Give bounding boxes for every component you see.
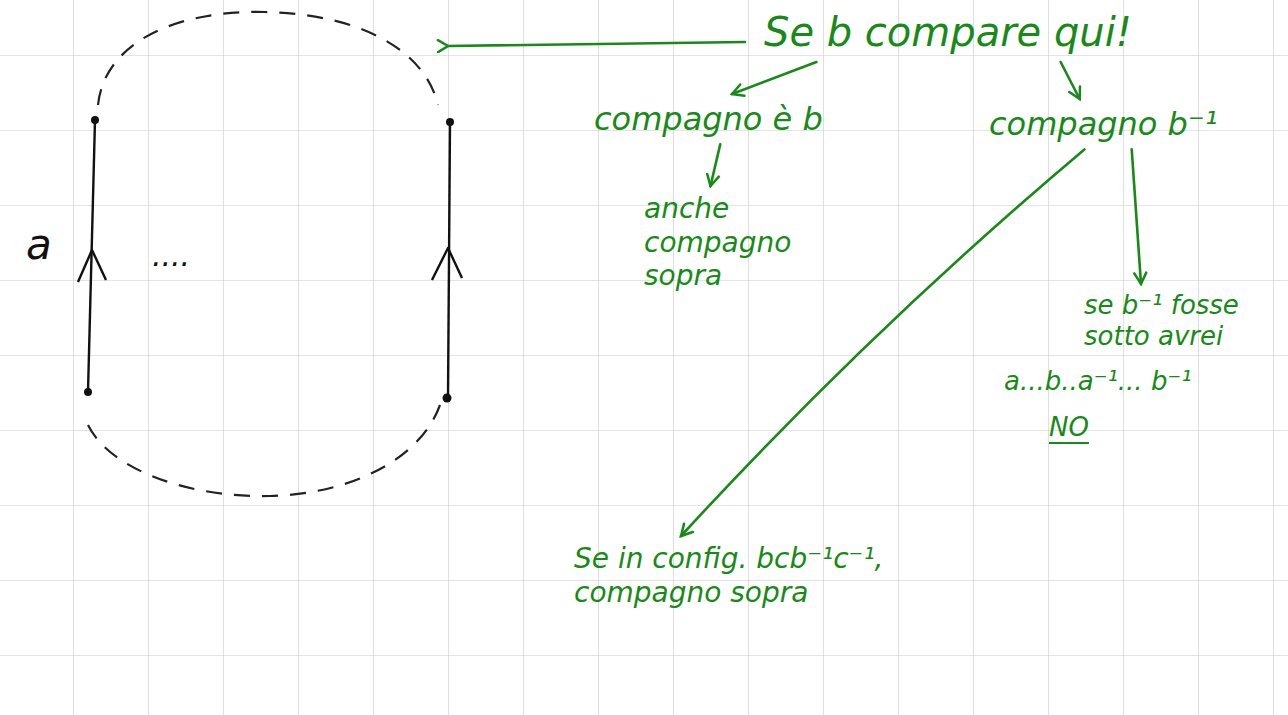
edge-label: a [26,220,52,269]
note-line: compagno è b [594,100,823,138]
note-text: Se in config. bcb⁻¹c⁻¹, compagno sopra [570,540,940,611]
note-line: NO [1049,412,1089,443]
ellipsis-dots: .... [152,238,190,273]
note-text: Se b compare qui! [760,6,1136,58]
note-line: se b⁻¹ fosse sotto avrei [1004,290,1278,352]
green-arrow [681,149,1084,536]
green-arrow [1132,149,1141,284]
note-text: se b⁻¹ fosse sotto avrei a...b..a⁻¹... b⁻… [1000,288,1282,445]
note-text: anche compagno sopra [640,190,875,295]
green-arrow [711,144,721,186]
green-arrow [732,62,816,94]
note-text: compagno b⁻¹ [985,103,1222,145]
note-line: compagno b⁻¹ [989,105,1218,143]
note-line: anche compagno sopra [644,192,871,293]
note-line: a...b..a⁻¹... b⁻¹ [1004,366,1278,397]
green-arrow [1061,62,1080,99]
note-line: Se b compare qui! [764,8,1132,56]
note-line: Se in config. bcb⁻¹c⁻¹, compagno sopra [574,542,936,609]
note-text: compagno è b [590,98,827,140]
